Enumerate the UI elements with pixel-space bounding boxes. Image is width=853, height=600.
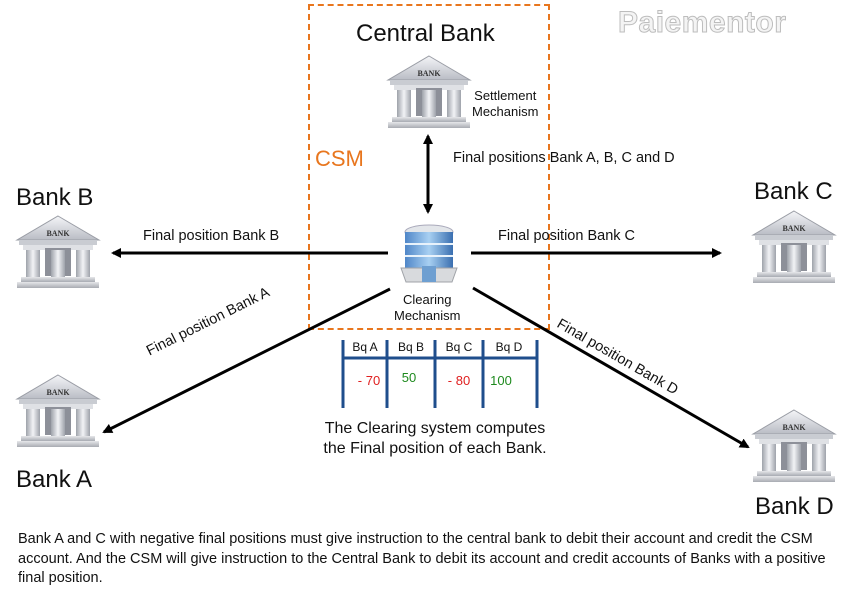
table-value-bq-c: - 80 [447, 373, 471, 388]
arrow-label-bank-c: Final position Bank C [498, 228, 636, 244]
table-header-bq-c: Bq C [445, 340, 473, 354]
table-value-bq-d: 100 [490, 373, 512, 388]
arrow-to-bank-d [472, 286, 750, 449]
table-value-bq-a: - 70 [357, 373, 381, 388]
caption-line1: The Clearing system computes [324, 420, 546, 437]
settlement-mechanism-label: Settlement Mechanism [472, 88, 538, 120]
arrow-to-bank-a [102, 287, 391, 434]
table-header-bq-b: Bq B [397, 340, 424, 354]
clearing-line2: Mechanism [394, 308, 461, 323]
bank-d-icon: BANK [752, 409, 836, 483]
clearing-line1: Clearing [403, 292, 452, 307]
explanation-text: Bank A and C with negative final positio… [18, 531, 826, 586]
bank-d-title: Bank D [755, 493, 834, 520]
csm-label: CSM [315, 146, 364, 171]
bank-icon-label: BANK [46, 388, 70, 397]
caption-line2: the Final position of each Bank. [323, 440, 547, 457]
clearing-caption: The Clearing system computes the Final p… [300, 419, 570, 459]
positions-table: Bq A Bq B Bq C Bq D - 70 50 - 80 100 [341, 338, 545, 410]
bank-icon-label: BANK [46, 229, 70, 238]
bank-a-title: Bank A [16, 466, 93, 493]
bank-icon-label: BANK [417, 69, 441, 78]
table-header-bq-a: Bq A [352, 340, 378, 354]
arrow-label-central: Final positions Bank A, B, C and D [453, 150, 675, 166]
positions-table-lines [341, 340, 539, 408]
bank-icon-label: BANK [782, 224, 806, 233]
bank-a-icon: BANK [16, 374, 100, 448]
clearing-building-icon [400, 224, 458, 283]
settlement-line1: Settlement [474, 88, 537, 103]
bank-icon-label: BANK [782, 423, 806, 432]
settlement-line2: Mechanism [472, 104, 539, 119]
central-bank-icon: BANK [387, 55, 471, 129]
arrow-label-bank-b: Final position Bank B [143, 228, 280, 244]
table-value-bq-b: 50 [401, 370, 417, 385]
bank-c-icon: BANK [752, 210, 836, 284]
csm-boundary [308, 4, 550, 330]
bank-c-title: Bank C [754, 178, 833, 205]
central-bank-title: Central Bank [356, 20, 495, 47]
watermark: Paiementor [617, 6, 787, 40]
clearing-mechanism-label: Clearing Mechanism [394, 292, 460, 324]
bank-b-icon: BANK [16, 215, 100, 289]
table-header-bq-d: Bq D [495, 340, 523, 354]
bank-b-title: Bank B [16, 184, 94, 211]
